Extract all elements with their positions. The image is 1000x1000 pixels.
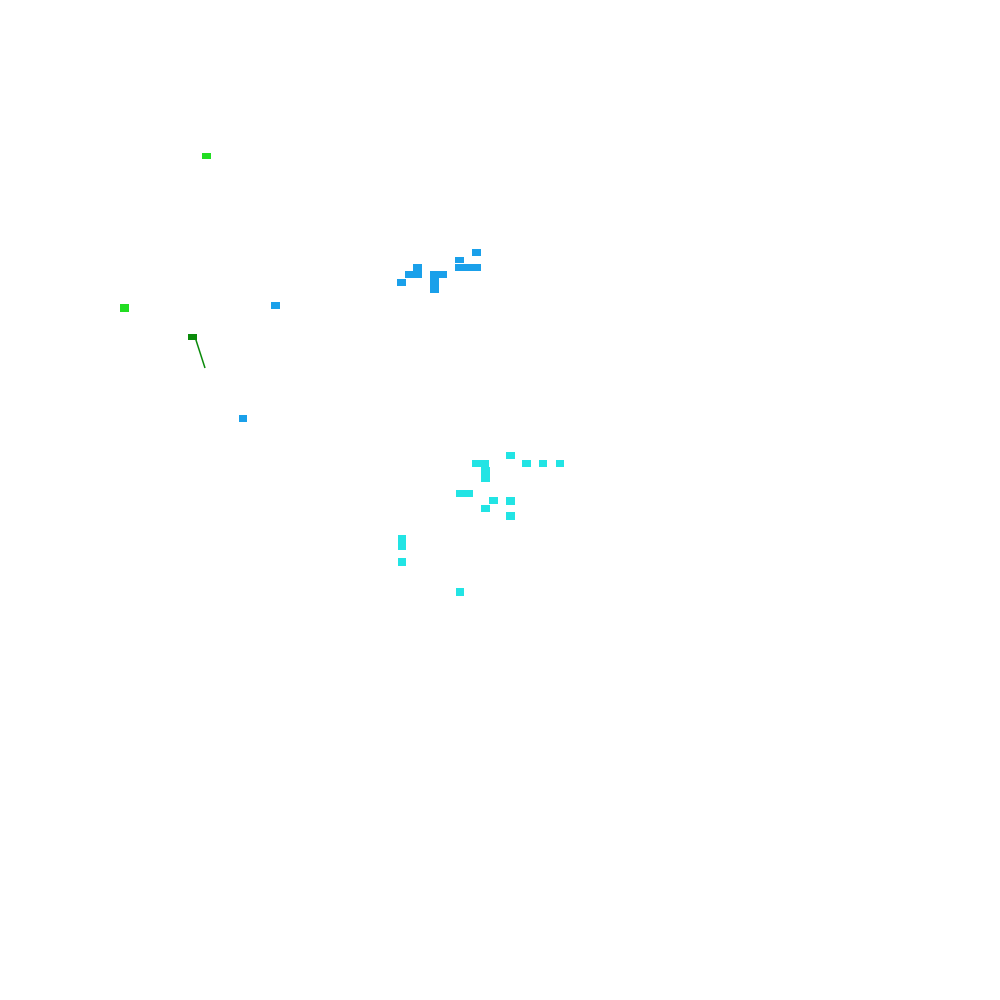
cyan-pixel-7	[456, 490, 473, 497]
blue-pixel-3	[413, 264, 422, 271]
blue-pixel-6	[430, 278, 439, 285]
blue-pixel-4	[405, 271, 422, 278]
blue-pixel-1	[455, 257, 464, 263]
green-pixel-0	[202, 153, 211, 159]
cyan-pixels	[398, 452, 564, 596]
cyan-pixel-5	[539, 460, 547, 467]
cyan-pixel-11	[506, 512, 515, 520]
cyan-pixel-15	[456, 588, 464, 596]
green-stroke-line	[194, 336, 206, 369]
green-pixels	[120, 153, 211, 312]
cyan-pixel-6	[556, 460, 564, 467]
cyan-pixel-8	[489, 497, 498, 504]
blue-pixel-7	[430, 285, 439, 293]
green-stroke	[188, 334, 197, 340]
cyan-pixel-2	[481, 467, 490, 475]
cyan-pixel-3	[481, 474, 490, 482]
cyan-pixel-0	[506, 452, 515, 459]
blue-pixel-9	[271, 302, 280, 309]
cyan-pixel-9	[506, 497, 515, 505]
cyan-pixel-13	[398, 543, 406, 550]
blue-pixel-10	[239, 415, 247, 422]
blue-pixels	[239, 249, 481, 422]
cyan-pixel-14	[398, 558, 406, 566]
cyan-pixel-4	[522, 460, 531, 467]
cyan-pixel-12	[398, 535, 406, 543]
blue-pixel-0	[472, 249, 481, 256]
green-pixel-1	[120, 304, 129, 312]
blue-pixel-5	[430, 271, 447, 278]
blue-pixel-2	[455, 264, 481, 271]
green-stroke-0	[188, 334, 197, 340]
cyan-pixel-10	[481, 505, 490, 512]
cyan-pixel-1	[472, 460, 489, 467]
blue-pixel-8	[397, 279, 406, 286]
